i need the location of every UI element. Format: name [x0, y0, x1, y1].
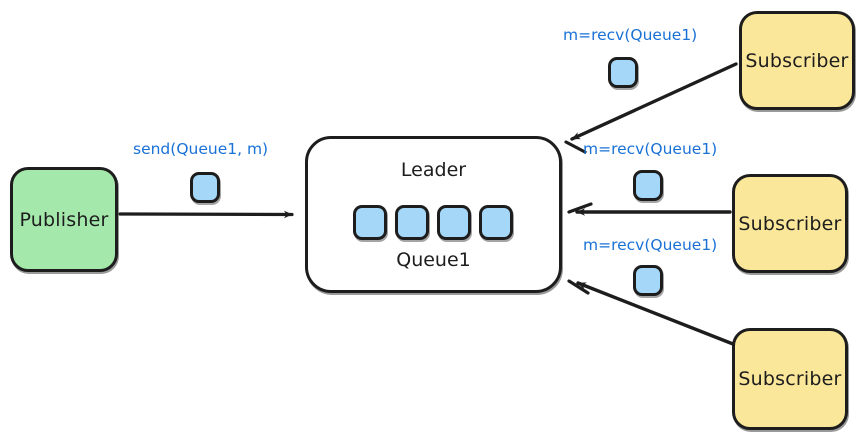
receive-edge-middle-label: m=recv(Queue1): [583, 140, 718, 158]
message-icon-receive-bottom: [633, 265, 663, 296]
publisher-node[interactable]: Publisher: [10, 167, 118, 272]
message-icon-receive-middle: [633, 170, 663, 201]
queue-message-2[interactable]: [395, 205, 429, 240]
subscriber-label-1: Subscriber: [745, 49, 849, 72]
publisher-label: Publisher: [19, 208, 109, 231]
arrow-subscriber-middle-to-leader: [567, 202, 732, 216]
subscriber-node-2[interactable]: Subscriber: [732, 174, 848, 273]
queue-messages: [353, 205, 513, 240]
queue-message-4[interactable]: [479, 205, 513, 240]
publish-edge-label: send(Queue1, m): [133, 140, 269, 158]
subscriber-node-3[interactable]: Subscriber: [732, 328, 848, 430]
queue-message-3[interactable]: [437, 205, 471, 240]
message-icon-publish: [190, 172, 220, 203]
leader-title: Leader: [400, 159, 467, 181]
arrow-publisher-to-leader: [118, 210, 294, 219]
receive-edge-bottom-label: m=recv(Queue1): [583, 236, 718, 254]
queue-name-label: Queue1: [396, 249, 471, 271]
subscriber-node-1[interactable]: Subscriber: [739, 11, 855, 110]
subscriber-label-3: Subscriber: [738, 368, 842, 390]
receive-edge-top-label: m=recv(Queue1): [563, 26, 698, 44]
arrow-subscriber-top-to-leader: [564, 62, 738, 154]
leader-node[interactable]: Leader Queue1: [305, 136, 562, 293]
queue-message-1[interactable]: [353, 205, 387, 240]
message-icon-receive-top: [608, 57, 638, 88]
subscriber-label-2: Subscriber: [738, 212, 842, 235]
